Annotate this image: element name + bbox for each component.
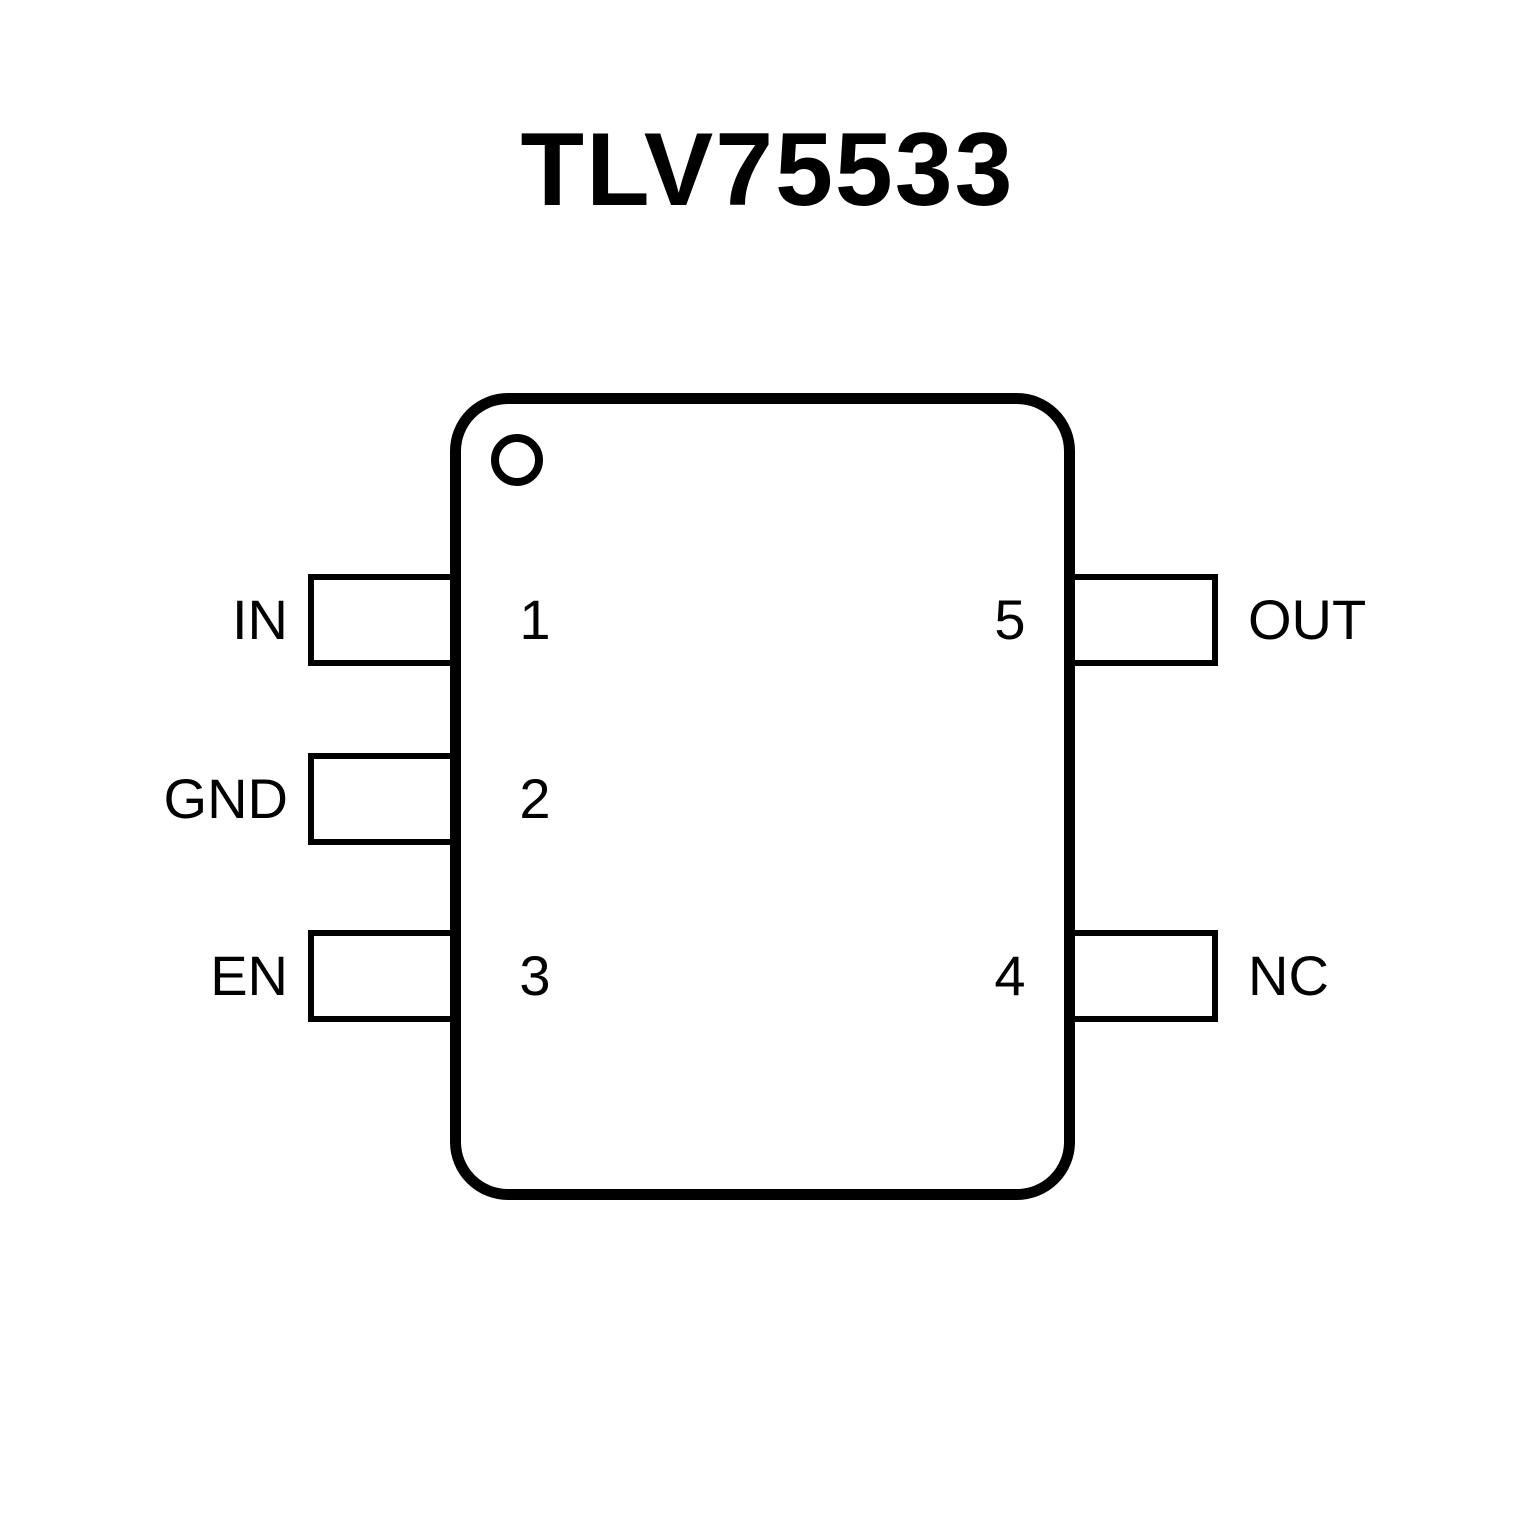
pin-label-out: OUT bbox=[1248, 588, 1367, 651]
pin-number-3: 3 bbox=[519, 944, 551, 1007]
pin-label-nc: NC bbox=[1248, 944, 1329, 1007]
pin-pad-1 bbox=[308, 574, 460, 666]
pin-number-4: 4 bbox=[994, 944, 1026, 1007]
pin-number-5: 5 bbox=[994, 588, 1026, 651]
pin-label-in: IN bbox=[232, 588, 288, 651]
pin-pad-5 bbox=[1066, 574, 1218, 666]
pin-number-2: 2 bbox=[519, 767, 551, 830]
pin-pad-2 bbox=[308, 753, 460, 845]
pin-label-gnd: GND bbox=[163, 767, 288, 830]
part-number-title: TLV75533 bbox=[520, 112, 1015, 228]
pin-pad-3 bbox=[308, 930, 460, 1022]
pin-label-en: EN bbox=[210, 944, 288, 1007]
pin-pad-4 bbox=[1066, 930, 1218, 1022]
pin-number-1: 1 bbox=[519, 588, 551, 651]
pin1-indicator-icon bbox=[491, 434, 543, 486]
chip-package-outline bbox=[450, 393, 1075, 1200]
